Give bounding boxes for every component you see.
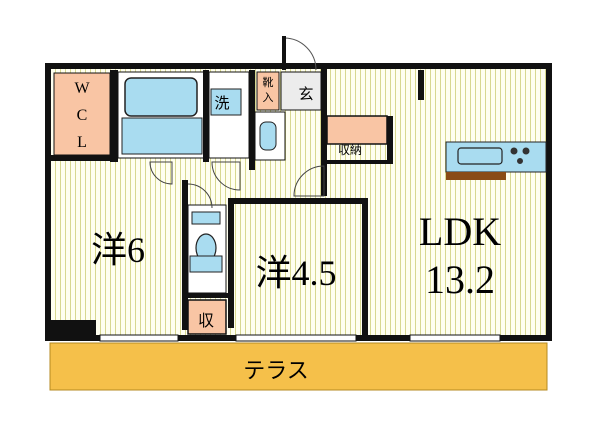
door-swing-wcl xyxy=(149,161,173,185)
sink xyxy=(259,121,277,151)
storage-shelf xyxy=(326,115,388,145)
kitchen-column xyxy=(418,70,424,100)
ldk-divider xyxy=(362,198,368,336)
toilet-tank xyxy=(191,211,221,225)
closet xyxy=(187,299,227,335)
wcl-label-w: W xyxy=(74,80,90,97)
shoe-box-label-2: 入 xyxy=(263,91,274,104)
shoe-box xyxy=(256,71,280,111)
storage-bottom xyxy=(327,160,393,164)
bath-floor xyxy=(121,117,203,155)
stove-burner xyxy=(522,147,530,155)
toilet-sink xyxy=(189,255,223,273)
ldk-size-label: 13.2 xyxy=(425,257,495,302)
kitchen-base xyxy=(446,172,506,180)
entrance-right-wall xyxy=(321,66,327,196)
wcl-label-l: L xyxy=(77,134,87,151)
door-swing-hall xyxy=(293,165,325,197)
wcl-bottom-wall xyxy=(50,155,118,161)
corner-block xyxy=(50,320,96,338)
hall-wall-right xyxy=(228,198,234,328)
wcl-wall xyxy=(110,70,118,162)
door-swing-toilet xyxy=(187,183,213,209)
shoe-box-label-1: 靴 xyxy=(263,75,274,89)
washing-machine xyxy=(210,88,242,116)
bath-divider xyxy=(203,70,209,162)
window xyxy=(235,334,357,342)
entrance xyxy=(280,71,322,111)
washroom-label: 洗 xyxy=(214,94,229,112)
entrance-label: 玄 xyxy=(298,85,313,103)
window xyxy=(99,334,179,342)
terrace xyxy=(49,342,548,391)
window xyxy=(409,334,501,342)
stove-burner xyxy=(510,147,518,155)
toilet-bottom-wall xyxy=(184,293,230,298)
wcl-label-c: C xyxy=(77,107,88,124)
bathtub xyxy=(124,77,198,117)
ldk-name-label: LDK xyxy=(419,209,501,254)
hall-wall-top xyxy=(228,198,368,204)
storage-label: 収納 xyxy=(338,143,362,157)
door-swing-bath xyxy=(211,161,241,191)
kitchen-sink xyxy=(457,147,503,165)
stove-burner xyxy=(517,158,523,164)
western-room-6-label: 洋6 xyxy=(91,230,145,270)
wcl-area xyxy=(53,72,111,156)
closet-label: 収 xyxy=(198,311,214,330)
entrance-door xyxy=(282,36,286,70)
washroom-wall xyxy=(249,70,255,170)
western-room-4-5-label: 洋4.5 xyxy=(255,253,336,293)
terrace-label: テラス xyxy=(243,359,309,384)
storage-wall xyxy=(387,116,393,164)
hall-wall-left xyxy=(182,180,188,330)
